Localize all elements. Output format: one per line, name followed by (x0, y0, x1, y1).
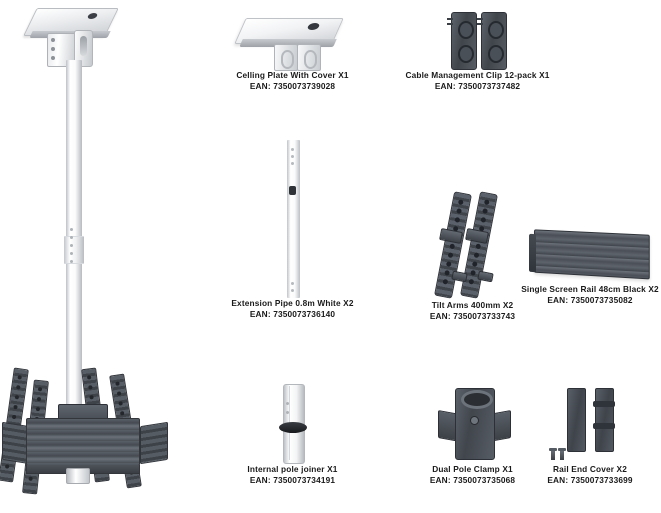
cable-clip-illustration (443, 8, 513, 70)
part-ceiling-plate: Celling Plate With Cover X1 EAN: 7350073… (205, 8, 380, 92)
part-internal-pole-joiner: Internal pole joiner X1 EAN: 73500737341… (205, 382, 380, 486)
part-tilt-arms: Tilt Arms 400mm X2 EAN: 7350073733743 (385, 190, 560, 322)
cable-clip-prong (446, 18, 453, 20)
part-ean: EAN: 7350073735068 (429, 475, 516, 485)
part-cable-management-clip: Cable Management Clip 12-pack X1 EAN: 73… (390, 8, 565, 92)
extension-pipe-holes-bottom (290, 282, 294, 285)
cable-clip-eye-bottom (457, 45, 474, 63)
part-ean: EAN: 7350073733699 (547, 475, 633, 485)
assembly-rail-right (140, 421, 168, 465)
cable-clip-caption: Cable Management Clip 12-pack X1 EAN: 73… (390, 70, 565, 92)
assembly-top-clamp (47, 33, 79, 67)
dual-pole-clamp-bolt (469, 416, 479, 425)
pole-joiner-illustration (273, 382, 313, 464)
part-title: Internal pole joiner X1 (247, 464, 338, 474)
screen-rail-caption: Single Screen Rail 48cm Black X2 EAN: 73… (520, 284, 660, 306)
ceiling-plate-slot (303, 50, 317, 69)
rail-end-cover-left (567, 388, 586, 452)
assembly-center-rail (26, 418, 140, 466)
part-title: Extension Pipe 0.8m White X2 (231, 298, 354, 308)
rail-end-cover-illustration (547, 382, 633, 464)
part-single-screen-rail: Single Screen Rail 48cm Black X2 EAN: 73… (520, 222, 660, 306)
ceiling-plate-tab-left (273, 44, 298, 71)
assembly-top-clamp-right (74, 30, 93, 67)
cable-clip-eye-top (457, 21, 474, 39)
part-dual-pole-clamp: Dual Pole Clamp X1 EAN: 7350073735068 (385, 382, 560, 486)
assembly-pole-holes (70, 228, 73, 231)
extension-pipe-caption: Extension Pipe 0.8m White X2 EAN: 735007… (205, 298, 380, 320)
tilt-arm-hole-pattern (457, 199, 464, 206)
extension-pipe-body (286, 140, 300, 298)
ceiling-plate-tab-right (296, 44, 321, 71)
part-ean: EAN: 7350073734191 (249, 475, 336, 485)
part-title: Cable Management Clip 12-pack X1 (405, 70, 550, 80)
screen-rail-illustration (529, 222, 651, 284)
part-ean: EAN: 7350073739028 (249, 81, 336, 91)
tilt-arm-hole-pattern (86, 375, 92, 380)
assembly-pole-collar (66, 468, 90, 484)
part-extension-pipe: Extension Pipe 0.8m White X2 EAN: 735007… (205, 140, 380, 320)
rail-end-cover-screw-1 (549, 448, 557, 460)
ceiling-plate-illustration (233, 8, 352, 71)
rail-end-cover-caption: Rail End Cover X2 EAN: 7350073733699 (520, 464, 660, 486)
full-assembly-illustration (0, 0, 190, 513)
rail-end-cover-screw-2 (558, 448, 566, 460)
part-ean: EAN: 7350073735082 (547, 295, 633, 305)
assembly-screen-mount (0, 367, 170, 508)
cable-clip-eye-bottom (487, 45, 504, 63)
cable-clip-eye-top (487, 21, 504, 39)
rail-end-cover-nub (593, 401, 615, 407)
screen-rail-end-cap (529, 233, 536, 273)
extension-pipe-illustration (278, 140, 308, 298)
tilt-arms-caption: Tilt Arms 400mm X2 EAN: 7350073733743 (385, 300, 560, 322)
ceiling-plate-caption: Celling Plate With Cover X1 EAN: 7350073… (205, 70, 380, 92)
tilt-arms-illustration (414, 190, 532, 300)
screen-rail-body (534, 229, 650, 280)
dual-pole-clamp-pole-opening (460, 390, 493, 409)
assembly-pole-joint (64, 236, 84, 264)
pole-joiner-rubber-ring (278, 422, 307, 433)
part-title: Tilt Arms 400mm X2 (431, 300, 514, 310)
part-ean: EAN: 7350073736140 (249, 309, 336, 319)
cable-clip-left (446, 12, 477, 70)
tilt-arm-hole-pattern (483, 199, 490, 206)
part-ean: EAN: 7350073737482 (434, 81, 521, 91)
cable-clip-right (476, 12, 507, 70)
extension-pipe-slot (288, 186, 296, 195)
part-ean: EAN: 7350073733743 (429, 311, 516, 321)
part-title: Rail End Cover X2 (552, 464, 628, 474)
tilt-arm-hole-pattern (115, 381, 120, 386)
ceiling-plate-slot (280, 50, 294, 69)
rail-end-cover-right (593, 388, 615, 452)
tilt-arm-hole-pattern (17, 375, 22, 380)
pole-joiner-caption: Internal pole joiner X1 EAN: 73500737341… (205, 464, 380, 486)
cable-clip-prong (476, 18, 483, 20)
dual-pole-clamp-illustration (437, 382, 511, 464)
pole-joiner-holes (285, 402, 289, 405)
part-title: Dual Pole Clamp X1 (432, 464, 513, 474)
extension-pipe-holes-top (290, 148, 294, 151)
part-rail-end-cover: Rail End Cover X2 EAN: 7350073733699 (520, 382, 660, 486)
part-title: Single Screen Rail 48cm Black X2 (521, 284, 659, 294)
part-title: Celling Plate With Cover X1 (236, 70, 349, 80)
tilt-arm-hole-pattern (37, 387, 43, 392)
dual-pole-clamp-caption: Dual Pole Clamp X1 EAN: 7350073735068 (385, 464, 560, 486)
